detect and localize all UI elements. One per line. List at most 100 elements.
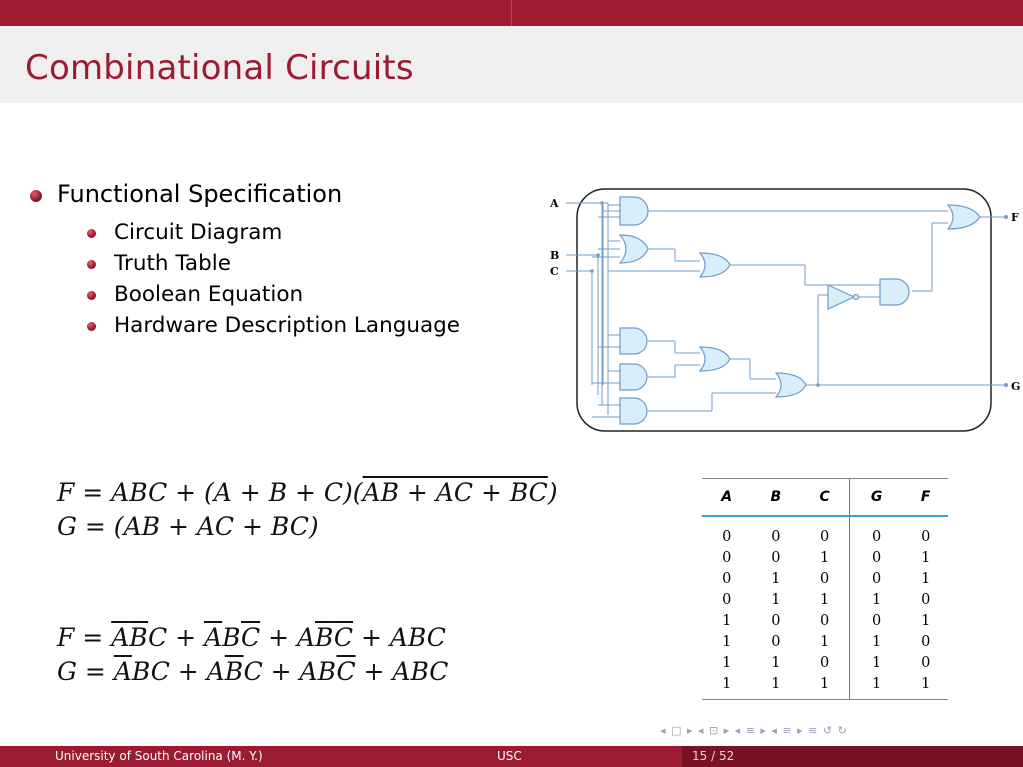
header-c: C: [800, 478, 850, 517]
output-label-f: F: [1011, 211, 1019, 224]
and-gate-5: [879, 278, 910, 306]
output-label-g: G: [1011, 380, 1020, 393]
table-cell: 1: [921, 550, 931, 566]
table-cell: 0: [921, 592, 931, 608]
table-cell: 0: [771, 634, 781, 650]
table-cell: 0: [771, 550, 781, 566]
footer-short-title: USC: [497, 749, 522, 763]
table-cell: 1: [800, 674, 850, 700]
sub-bullet-text: Hardware Description Language: [114, 313, 461, 338]
equation-part: C +: [148, 623, 205, 652]
table-cell: 1: [771, 655, 781, 671]
sub-bullet-ball-icon: [87, 322, 96, 331]
table-cell: 0: [722, 529, 732, 545]
table-cell: 1: [771, 592, 781, 608]
footer-institution: University of South Carolina (M. Y.): [55, 749, 263, 763]
table-cell: 1: [819, 550, 830, 566]
beamer-navigation-controls[interactable]: ◂ □ ▸ ◂ ⊡ ▸ ◂ ≡ ▸ ◂ ≡ ▸ ≡ ↺ ↻: [660, 724, 848, 737]
table-cell: 1: [722, 655, 732, 671]
table-cell: 0: [722, 571, 732, 587]
and-gate-4: [619, 397, 648, 425]
slide-title: Combinational Circuits: [25, 48, 414, 88]
equation-f-expression: F = ABC + (A + B + C)(AB + AC + BC): [57, 478, 558, 507]
or-gate-4: [774, 372, 807, 398]
equation-overline-part: B: [224, 657, 244, 686]
table-cell: 1: [771, 571, 781, 587]
table-cell: 1: [848, 632, 904, 653]
table-cell: 0: [819, 655, 830, 671]
table-cell: 0: [819, 529, 830, 545]
table-cell: 1: [722, 613, 732, 629]
header-g: G: [848, 478, 904, 517]
table-row: 0 1 0 0 1: [702, 569, 948, 590]
table-cell: 1: [848, 590, 904, 611]
equation-g-expression: G = (AB + AC + BC): [57, 512, 319, 541]
table-row: 1 0 0 0 1: [702, 611, 948, 632]
table-cell: 0: [848, 569, 904, 590]
bullet-text: Functional Specification: [57, 180, 343, 208]
equation-part: G =: [57, 657, 114, 686]
header-f: F: [903, 478, 948, 517]
sub-bullet-ball-icon: [87, 229, 96, 238]
and-gate-2: [619, 327, 648, 355]
table-cell: 0: [819, 571, 830, 587]
circuit-diagram: A B C F G: [549, 188, 1020, 432]
table-cell: 1: [751, 674, 801, 700]
equation-overline-part: A: [111, 623, 130, 652]
circuit-wires: [566, 202, 1006, 418]
circuit-boundary: [576, 188, 992, 432]
and-gate-3: [619, 363, 648, 391]
equation-part: C + AB: [243, 657, 337, 686]
footer-bar: University of South Carolina (M. Y.) USC…: [0, 746, 1023, 767]
equation-part: F =: [57, 623, 112, 652]
footer-page-box: [682, 746, 1023, 767]
output-f-dot: [1004, 215, 1008, 219]
sub-bullet-text: Boolean Equation: [114, 282, 304, 307]
or-gate-1: [618, 234, 649, 264]
table-cell: 1: [921, 613, 931, 629]
input-label-a: A: [549, 197, 559, 210]
table-cell: 0: [722, 550, 732, 566]
output-g-dot: [1004, 383, 1008, 387]
equation-part: BC + A: [131, 657, 225, 686]
table-cell: 1: [722, 634, 732, 650]
table-cell: 0: [921, 634, 931, 650]
or-gate-5: [946, 204, 981, 230]
input-label-b: B: [550, 249, 559, 262]
equation-part: F = ABC + (A + B + C)(: [57, 478, 363, 507]
equation-overline-part: A: [204, 623, 223, 652]
table-cell: 1: [903, 674, 948, 700]
table-cell: 0: [819, 613, 830, 629]
and-gate-1: [619, 196, 649, 226]
table-cell: 0: [921, 655, 931, 671]
table-cell: 0: [771, 613, 781, 629]
sub-bullet-ball-icon: [87, 260, 96, 269]
equation-overline-part: C: [240, 623, 261, 652]
junction-dots: [590, 201, 820, 387]
table-cell: 1: [921, 571, 931, 587]
table-cell: 0: [848, 516, 904, 548]
table-cell: 1: [848, 653, 904, 674]
table-cell: 1: [819, 592, 830, 608]
logic-gates: [618, 196, 981, 425]
truth-table-header: A B C G F: [702, 478, 948, 517]
equation-f-sop: F = ABC + ABC + ABC + ABC: [57, 623, 446, 652]
sub-bullet-text: Circuit Diagram: [114, 220, 283, 245]
table-cell: 1: [819, 634, 830, 650]
table-cell: 1: [848, 674, 904, 700]
sub-bullet-ball-icon: [87, 291, 96, 300]
input-label-c: C: [550, 265, 559, 278]
sub-bullet-text: Truth Table: [114, 251, 231, 276]
not-gate: [827, 284, 856, 310]
table-cell: 0: [848, 548, 904, 569]
bullet-ball-icon: [30, 190, 42, 202]
table-cell: 0: [848, 611, 904, 632]
equation-part: + ABC: [355, 657, 449, 686]
table-cell: 1: [702, 674, 752, 700]
equation-part: + A: [260, 623, 316, 652]
